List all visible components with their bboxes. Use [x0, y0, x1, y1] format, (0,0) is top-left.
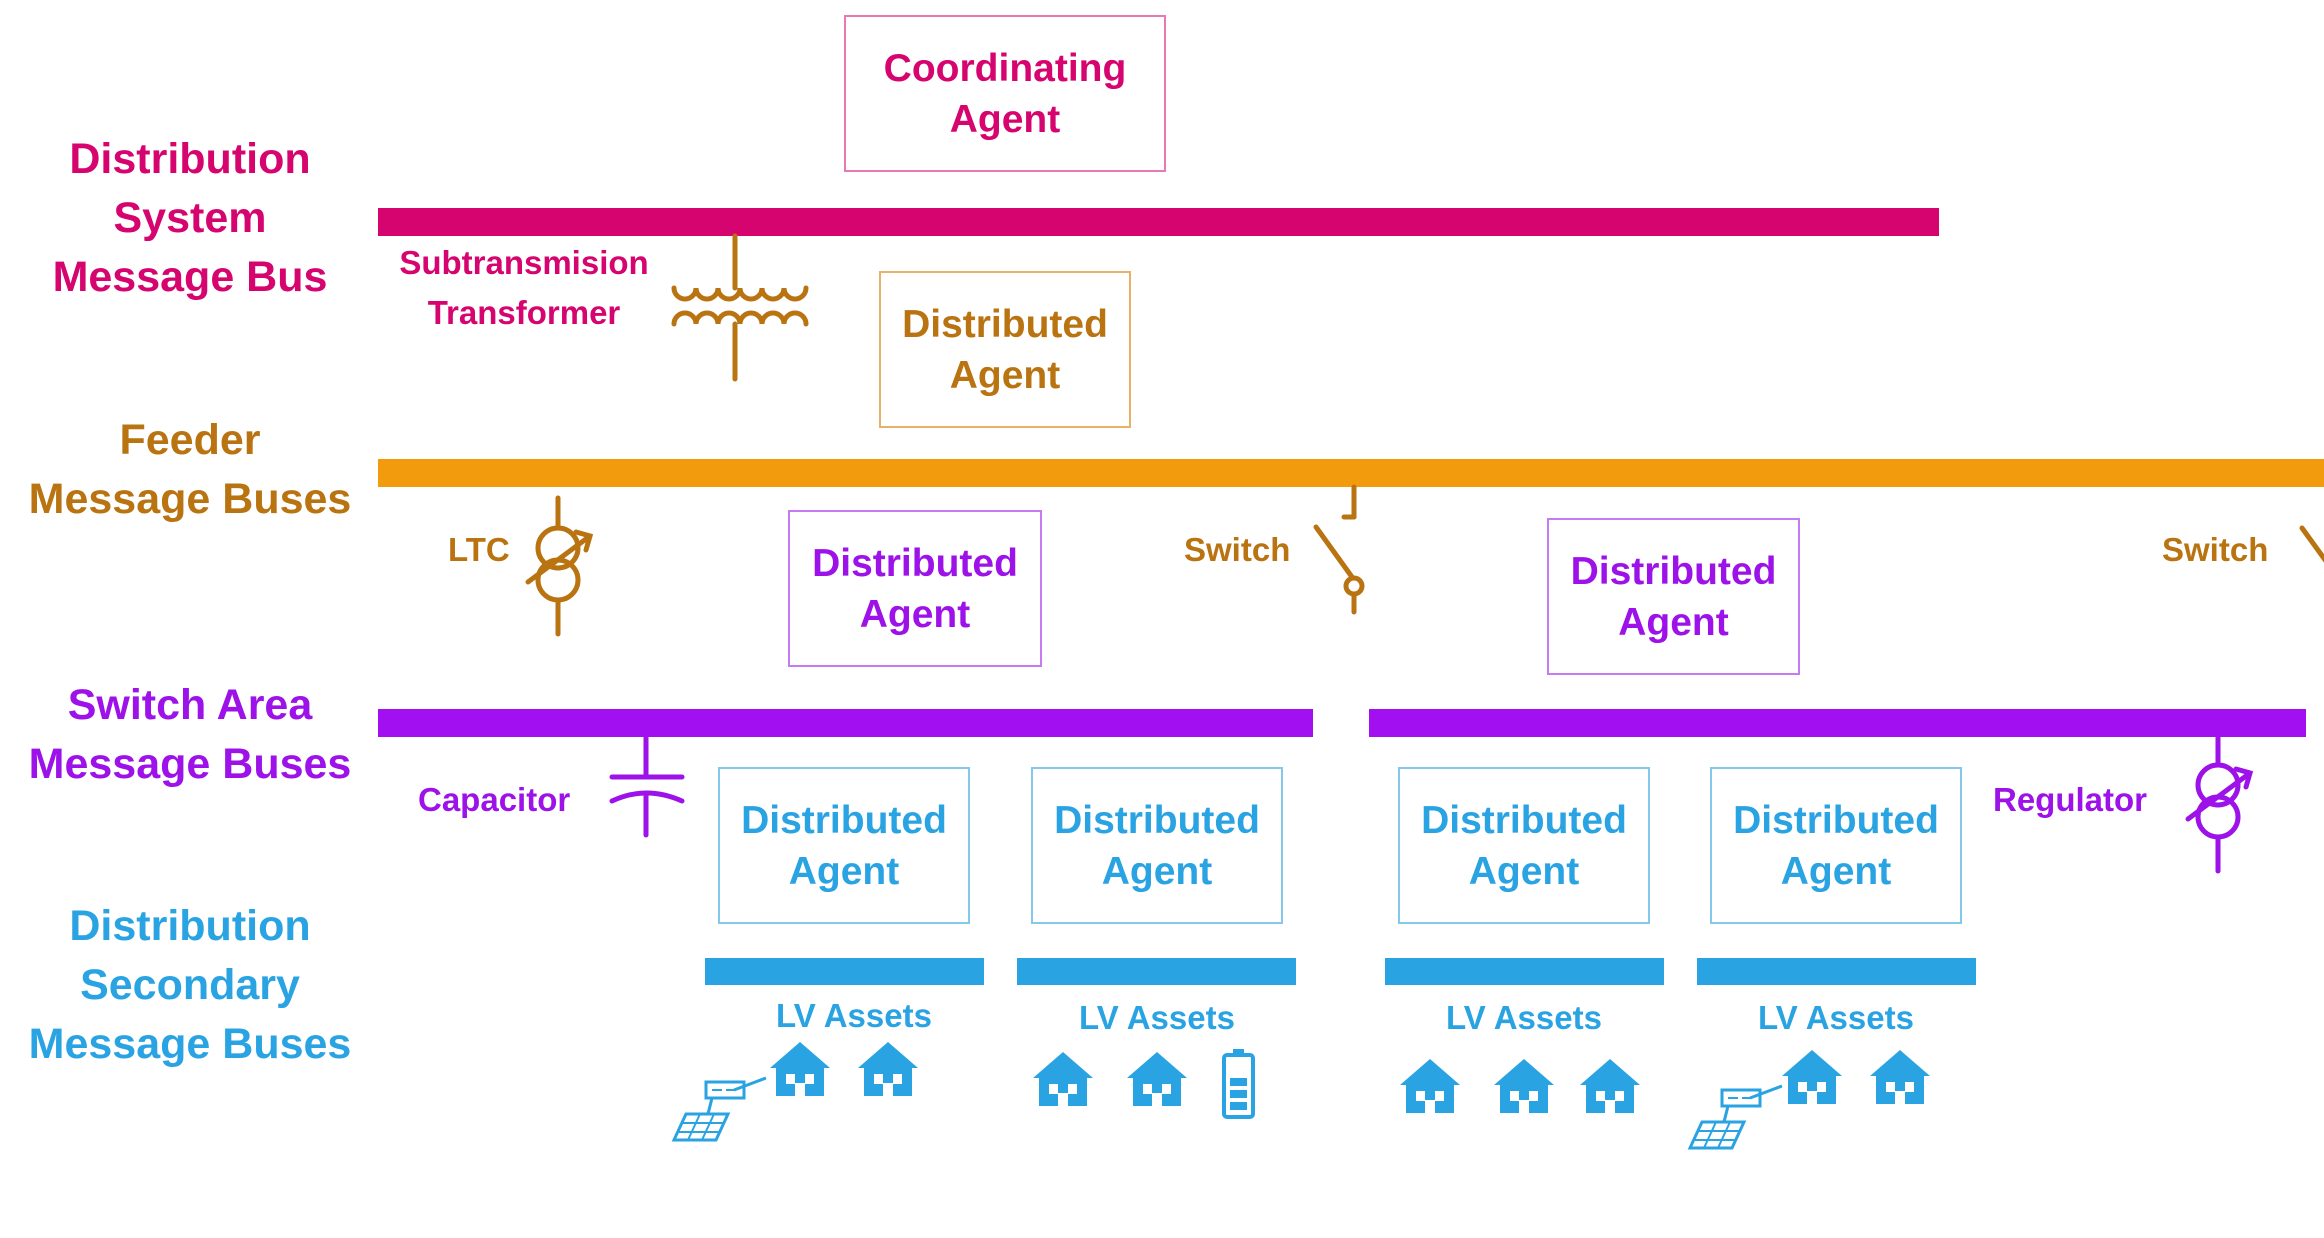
level-label-switch-area: Switch Area Message Buses: [28, 681, 352, 788]
coordinating-agent: Coordinating Agent: [844, 15, 1166, 172]
switch-label-2: Switch: [2162, 531, 2269, 568]
capacitor-label: Capacitor: [418, 781, 571, 818]
feeder-message-bus: [378, 459, 2324, 487]
switch-icon: [2299, 525, 2324, 563]
solar-panel-icon: [672, 1076, 768, 1142]
regulator-label: Regulator: [1993, 781, 2148, 818]
regulator-icon: [2185, 734, 2254, 874]
ltc-label: LTC: [448, 531, 510, 568]
lv-assets-label-3: LV Assets: [1446, 999, 1602, 1036]
house-icon: [858, 1042, 918, 1096]
system-message-bus: [378, 208, 1939, 236]
distributed-agent-switch-area-2: Distributed Agent: [1547, 518, 1800, 675]
distributed-agent-feeder: Distributed Agent: [879, 271, 1131, 428]
house-icon: [1400, 1059, 1460, 1113]
house-icon: [770, 1042, 830, 1096]
switch-label-1: Switch: [1184, 531, 1291, 568]
house-icon: [1580, 1059, 1640, 1113]
level-label-system: Distribution System Message Bus: [52, 135, 328, 301]
house-icon: [1127, 1052, 1187, 1106]
switch-area-bus-left: [378, 709, 1313, 737]
switch-icon: [1313, 484, 1365, 615]
distributed-agent-switch-area-1: Distributed Agent: [788, 510, 1042, 667]
distributed-agent-secondary-1: Distributed Agent: [718, 767, 970, 924]
house-icon: [1033, 1052, 1093, 1106]
distributed-agent-secondary-3: Distributed Agent: [1398, 767, 1650, 924]
distributed-agent-secondary-2: Distributed Agent: [1031, 767, 1283, 924]
transformer-icon: [671, 233, 809, 382]
lv-assets-label-4: LV Assets: [1758, 999, 1914, 1036]
lv-assets-label-1: LV Assets: [776, 997, 932, 1034]
level-label-feeder: Feeder Message Buses: [28, 416, 352, 523]
secondary-bus-1: [705, 958, 984, 985]
secondary-bus-3: [1385, 958, 1664, 985]
battery-icon: [1222, 1049, 1255, 1119]
level-label-secondary: Distribution Secondary Message Buses: [28, 902, 352, 1068]
house-icon: [1494, 1059, 1554, 1113]
ltc-icon: [525, 495, 594, 637]
capacitor-icon: [609, 734, 685, 838]
secondary-bus-2: [1017, 958, 1296, 985]
house-icon: [1870, 1050, 1930, 1104]
secondary-bus-4: [1697, 958, 1976, 985]
subtransmission-transformer-label: Subtransmision Transformer: [399, 244, 649, 331]
switch-area-bus-right: [1369, 709, 2306, 737]
solar-panel-icon: [1688, 1084, 1784, 1150]
house-icon: [1782, 1050, 1842, 1104]
distributed-agent-secondary-4: Distributed Agent: [1710, 767, 1962, 924]
lv-assets-label-2: LV Assets: [1079, 999, 1235, 1036]
